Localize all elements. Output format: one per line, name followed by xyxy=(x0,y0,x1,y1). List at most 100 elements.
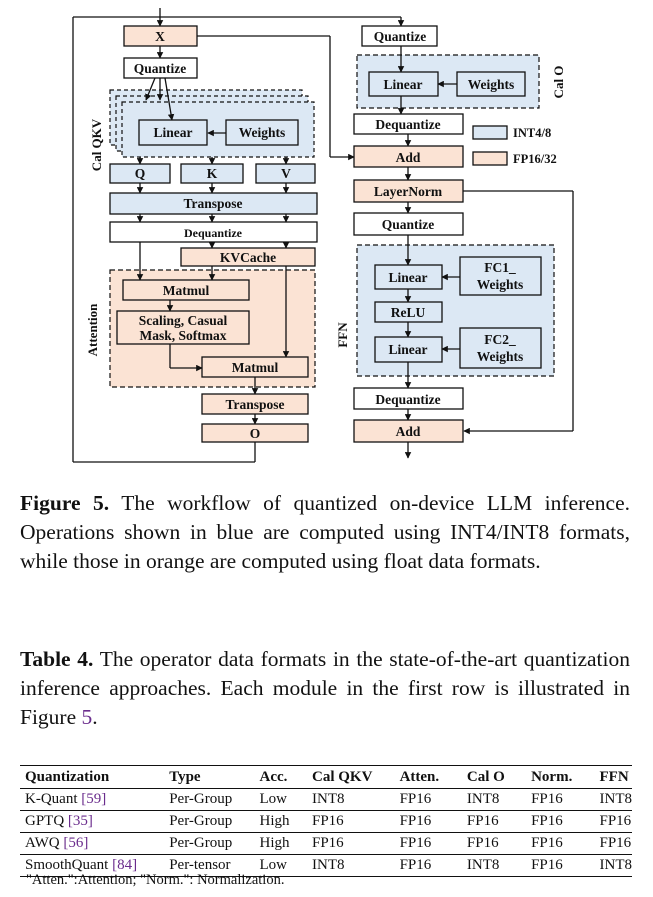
weights-o-node xyxy=(456,71,526,97)
cell-ffn: FP16 xyxy=(599,813,632,829)
q-node xyxy=(109,163,171,184)
linear-fc1-label: Linear xyxy=(389,270,428,285)
cell-cal-qkv: INT8 xyxy=(312,791,345,807)
k-label: K xyxy=(207,166,218,181)
scaling-label-2: Mask, Softmax xyxy=(140,328,227,343)
transpose-2-label: Transpose xyxy=(225,397,284,412)
cell-ffn: INT8 xyxy=(599,791,633,807)
matmul-node-1 xyxy=(122,279,250,301)
cell-acc: High xyxy=(259,813,290,829)
fc1-label-2: Weights xyxy=(477,277,524,292)
figure-reference-link[interactable]: 5 xyxy=(81,705,93,729)
table-header-row: Quantization Type Acc. Cal QKV Atten. Ca… xyxy=(20,765,632,789)
matmul-node-2 xyxy=(201,356,309,378)
legend-fp-label: FP16/32 xyxy=(513,152,557,166)
dequantize-3-label: Dequantize xyxy=(375,392,440,407)
layernorm-node xyxy=(353,179,464,203)
table-footnote: "Atten.":Attention; "Norm.": Normalizati… xyxy=(26,872,285,888)
cell-acc: Low xyxy=(259,791,288,807)
scaling-node xyxy=(116,310,250,345)
linear-o-node xyxy=(368,71,439,97)
dequantize-node-2 xyxy=(353,113,464,135)
cell-acc: High xyxy=(259,835,290,851)
dequantize-1-label: Dequantize xyxy=(184,226,243,240)
kvcache-node xyxy=(180,247,316,267)
dequantize-2-label: Dequantize xyxy=(375,117,440,132)
cell-atten: FP16 xyxy=(399,857,432,873)
o-label: O xyxy=(250,426,261,441)
table-row: K-Quant [59] Per-Group Low INT8 FP16 INT… xyxy=(20,789,632,811)
cell-cal-qkv: FP16 xyxy=(312,813,344,829)
linear-qkv-label: Linear xyxy=(154,125,193,140)
table-caption-label: Table 4. xyxy=(20,647,94,671)
citation-link[interactable]: [59] xyxy=(81,791,107,807)
header-ffn: FFN xyxy=(599,768,629,785)
ffn-label: FFN xyxy=(335,322,350,348)
layernorm-label: LayerNorm xyxy=(374,184,443,199)
v-label: V xyxy=(281,166,291,181)
fc1-weights-node xyxy=(459,256,542,296)
cell-ffn: FP16 xyxy=(599,835,632,851)
relu-node xyxy=(374,301,443,323)
transpose-node-2 xyxy=(201,393,309,415)
k-node xyxy=(180,163,244,184)
header-norm: Norm. xyxy=(531,768,573,785)
cell-cal-o: INT8 xyxy=(466,791,500,807)
attention-label: Attention xyxy=(85,303,100,356)
cell-name: SmoothQuant [84] xyxy=(20,855,164,877)
cell-cal-qkv: FP16 xyxy=(312,835,344,851)
cell-type: Per-Group xyxy=(169,813,233,829)
citation-link[interactable]: [56] xyxy=(63,835,89,851)
cell-cal-o: FP16 xyxy=(466,835,499,851)
cell-cal-o: INT8 xyxy=(466,857,500,873)
legend-fp-swatch xyxy=(472,151,508,166)
add-2-label: Add xyxy=(396,424,421,439)
connectors xyxy=(72,8,574,463)
header-quantization: Quantization xyxy=(25,768,110,785)
dequantize-node-1 xyxy=(109,221,318,243)
fc2-label-1: FC2_ xyxy=(484,332,516,347)
table-caption: Table 4. The operator data formats in th… xyxy=(20,645,630,732)
o-node xyxy=(201,423,309,443)
table-caption-text: The operator data formats in the state-o… xyxy=(20,647,630,729)
quantization-table: Quantization Type Acc. Cal QKV Atten. Ca… xyxy=(20,765,632,877)
cell-cal-qkv: INT8 xyxy=(312,857,345,873)
method-name: AWQ xyxy=(25,835,64,851)
fc1-label-1: FC1_ xyxy=(484,260,516,275)
cal-qkv-label: Cal QKV xyxy=(89,118,104,171)
citation-link[interactable]: [84] xyxy=(112,857,138,873)
cell-type: Per-tensor xyxy=(169,857,231,873)
quantize-node-right xyxy=(361,25,438,47)
quantize-node-3 xyxy=(353,212,464,236)
legend-int-swatch xyxy=(472,125,508,140)
cell-name: K-Quant [59] xyxy=(20,789,164,811)
v-node xyxy=(255,163,316,184)
method-name: SmoothQuant xyxy=(25,857,113,873)
header-cal-o: Cal O xyxy=(466,768,505,785)
cell-atten: FP16 xyxy=(399,813,432,829)
cell-atten: FP16 xyxy=(399,835,432,851)
linear-fc2-label: Linear xyxy=(389,342,428,357)
cell-cal-o: FP16 xyxy=(466,813,499,829)
cell-ffn: INT8 xyxy=(599,857,633,873)
cell-norm: FP16 xyxy=(531,813,563,829)
cell-type: Per-Group xyxy=(169,835,233,851)
table-row: SmoothQuant [84] Per-tensor Low INT8 FP1… xyxy=(20,855,632,877)
quantize-top-label: Quantize xyxy=(134,61,187,76)
weights-qkv-node xyxy=(225,119,299,146)
figure-caption-text: The workflow of quantized on-device LLM … xyxy=(20,491,630,573)
citation-link[interactable]: [35] xyxy=(67,813,93,829)
figure-caption-label: Figure 5. xyxy=(20,491,110,515)
cell-name: AWQ [56] xyxy=(20,833,164,855)
transpose-1-label: Transpose xyxy=(183,196,242,211)
cell-name: GPTQ [35] xyxy=(20,811,164,833)
figure-caption: Figure 5. The workflow of quantized on-d… xyxy=(20,489,630,576)
x-node xyxy=(123,25,198,47)
quantize-3-label: Quantize xyxy=(382,217,435,232)
q-label: Q xyxy=(135,166,146,181)
weights-o-label: Weights xyxy=(468,77,515,92)
add-node-1 xyxy=(353,145,464,168)
header-cal-qkv: Cal QKV xyxy=(312,768,373,785)
table-row: GPTQ [35] Per-Group High FP16 FP16 FP16 … xyxy=(20,811,632,833)
table-caption-end: . xyxy=(92,705,98,729)
